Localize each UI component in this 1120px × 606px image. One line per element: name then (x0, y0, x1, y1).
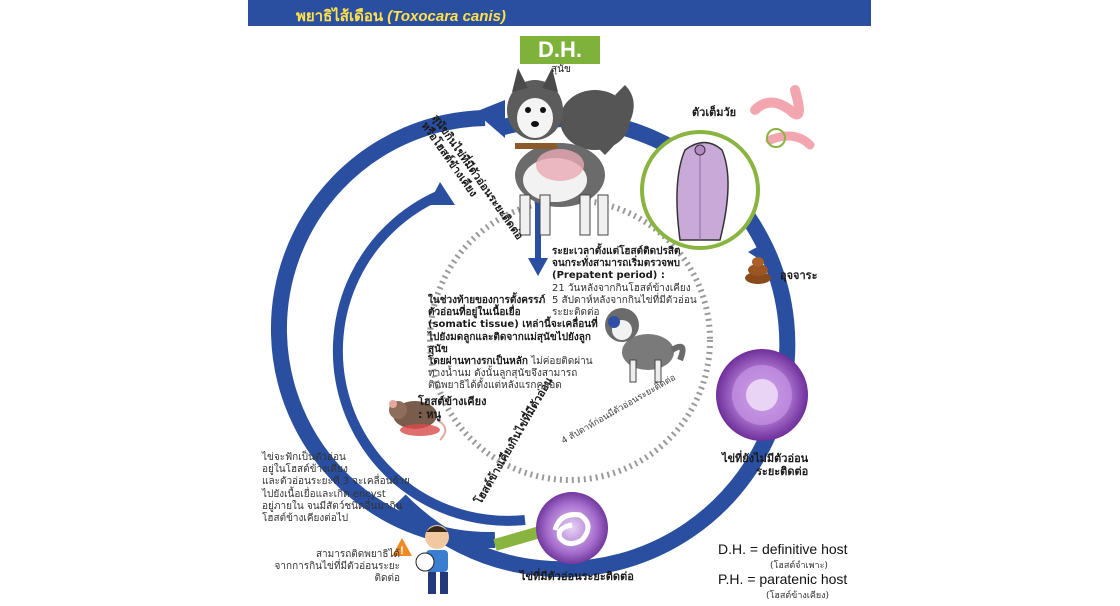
cycle-arrowhead-right (748, 240, 776, 270)
rat-illustration (389, 400, 447, 441)
legend-dh-term: D.H. = definitive host (718, 541, 848, 557)
dog-illustration (507, 68, 634, 236)
worm-icon-2 (765, 131, 815, 150)
ball-icon (415, 552, 435, 572)
feces-icon (745, 257, 771, 284)
puppy-illustration (605, 308, 686, 383)
legend-ph-sub: (โฮสต์ข้างเคียง) (766, 591, 830, 601)
human-note: สามารถติดพยาธิได้ จากการกินไข่ที่มีตัวอ่… (274, 549, 400, 585)
cycle-arrow-left (270, 110, 496, 549)
egg-hatch-block: ไข่จะฟักเป็นตัวอ่อน อยู่ในโฮสต์ข้างเคียง… (262, 452, 410, 524)
adult-worm-label: ตัวเต็มวัย (692, 106, 737, 119)
child-illustration (415, 525, 449, 594)
egg-infective-label: ไข่ที่มีตัวอ่อนระยะติดต่อ (520, 570, 634, 583)
title-latin: (Toxocara canis) (387, 8, 506, 25)
inner-arrowhead (428, 182, 455, 205)
egg-infective-icon (536, 492, 608, 564)
feces-label: อุจจาระ (780, 269, 818, 282)
cycle-arrowhead-top (475, 100, 505, 138)
adult-worm-head (676, 141, 729, 241)
legend-dh-sub: (โฮสต์จำเพาะ) (770, 561, 828, 571)
title-thai: พยาธิไส้เดือน (296, 8, 384, 25)
dh-badge: D.H. (520, 36, 600, 64)
paratenic-host-label: โฮสต์ข้างเคียง : หนู (418, 395, 487, 422)
egg-uninfective-label: ไข่ที่ยังไม่มีตัวอ่อน ระยะติดต่อ (722, 452, 809, 479)
pregnancy-block: ในช่วงท้ายของการตั้งครรภ์ ตัวอ่อนที่อยู่… (428, 295, 598, 392)
page-title: พยาธิไส้เดือน (Toxocara canis) (296, 4, 506, 28)
dotted-cycle (427, 197, 713, 483)
prepatent-block: ระยะเวลาตั้งแต่โฮสต์ติดปรสิต จนกระทั่งสา… (552, 246, 697, 318)
warning-icon: ! (392, 538, 412, 557)
dh-caption: สุนัข (551, 64, 571, 75)
green-connector (493, 526, 542, 551)
egg-uninfective-icon (716, 349, 808, 441)
legend-ph-term: P.H. = paratenic host (718, 571, 848, 587)
header-bar: พยาธิไส้เดือน (Toxocara canis) (248, 0, 871, 26)
worm-icon-1 (750, 85, 804, 120)
svg-text:!: ! (400, 545, 404, 557)
inner-arrow-arc (332, 190, 526, 526)
